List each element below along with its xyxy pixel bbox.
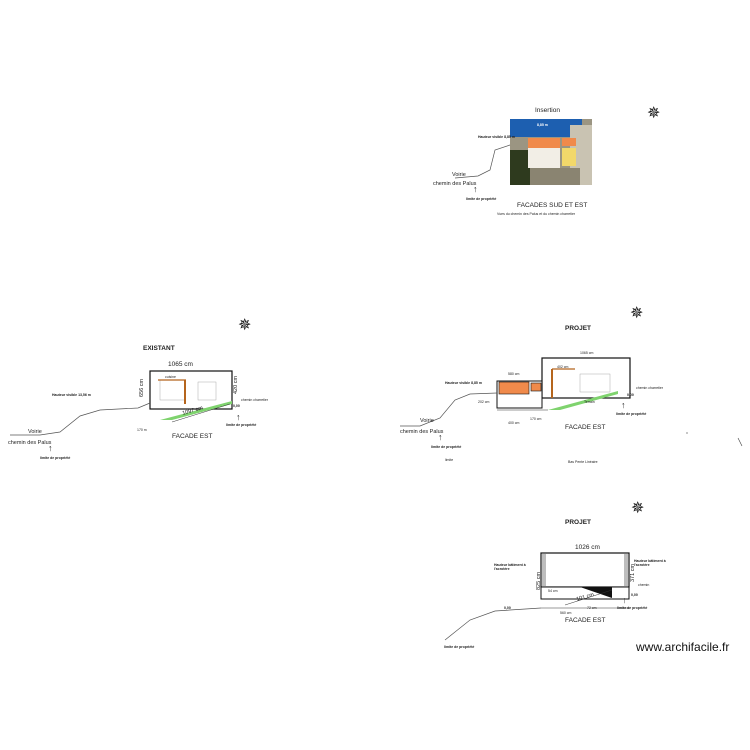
projet2-ground: 0,00 [631, 593, 638, 597]
insertion-sky [510, 119, 582, 137]
insertion-limit: limite de propriété [466, 197, 497, 201]
projet1-dim-bottom: 400 cm [508, 421, 520, 425]
existant-slope-dim [171, 403, 231, 423]
existant-window-2 [197, 381, 217, 401]
projet1-voirie: Voirie [420, 418, 434, 424]
insertion-ground [530, 168, 580, 185]
up-arrow-icon: ↑ [48, 443, 53, 453]
existant-small-dim: 170 m [137, 428, 147, 432]
compass-rose-icon: ✵ [647, 105, 661, 122]
existant-sheet [10, 370, 233, 436]
existant-green-slope [160, 401, 232, 420]
existant-left-height: 656 cm [139, 378, 145, 397]
insertion-facade-yellow [562, 148, 576, 166]
projet2-title: PROJET [565, 519, 592, 526]
projet2-sheet [444, 552, 630, 641]
projet2-right-band [624, 554, 628, 586]
projet2-note-right: Hauteur bâtiment à l'acrotère [634, 559, 666, 568]
insertion-sheet [454, 119, 592, 185]
compass-rose-icon: ✵ [631, 500, 645, 517]
existant-limit-right: limite de propriété [226, 423, 257, 427]
insertion-facade-orange [528, 138, 560, 148]
projet2-level-left: 0,00 [504, 606, 511, 610]
projet1-title: PROJET [565, 325, 592, 332]
projet1-dim-annex: 580 cm [508, 372, 520, 376]
insertion-vegetation [510, 150, 530, 185]
existant-road: chemin des Palus [8, 440, 52, 446]
projet2-diag [564, 589, 613, 606]
projet1-green-slope [548, 391, 618, 410]
insertion-facade-orange-2 [562, 138, 576, 146]
existant-right-height: 420 cm [233, 375, 239, 394]
insertion-height-label: Hauteur visible 8,85 m [478, 135, 515, 139]
insertion-terrain-line [454, 144, 511, 179]
projet1-caption: FACADE EST [565, 424, 606, 431]
existant-limit-left: limite de propriété [40, 456, 71, 460]
projet1-road: chemin des Palus [400, 429, 444, 435]
projet1-annex-orange [498, 381, 530, 395]
existant-road-label: chemin charretier [241, 398, 269, 402]
compass-rose-icon: ✵ [630, 305, 644, 322]
projet1-annex-orange-2 [530, 382, 542, 392]
projet2-left-height: 825 cm [536, 571, 542, 590]
insertion-voirie: Voirie [452, 172, 466, 178]
up-arrow-icon: ↑ [621, 400, 626, 410]
existant-window-1 [159, 379, 186, 401]
projet1-note: Bas Pente Linéaire [568, 460, 598, 464]
watermark-text: www.archifacile.fr [636, 640, 730, 654]
projet1-limit-left: limite de propriété [431, 445, 462, 449]
up-arrow-icon: ↑ [622, 595, 627, 605]
existant-title: EXISTANT [143, 345, 175, 352]
projet1-small-left: limite [445, 458, 454, 462]
projet2-house [540, 552, 630, 588]
projet1-limit-right: limite de propriété [616, 412, 647, 416]
projet1-terrain-line [400, 392, 498, 427]
up-arrow-icon: ↑ [438, 432, 443, 442]
insertion-title: Insertion [535, 107, 560, 114]
projet2-terrain-line [444, 607, 542, 641]
insertion-caption: FACADES SUD ET EST [517, 202, 588, 209]
projet2-left-band [542, 554, 546, 586]
projet1-terrain: Terrain [584, 400, 595, 404]
existant-caption: FACADE EST [172, 433, 213, 440]
projet1-dim-bottom2: 170 cm [530, 417, 542, 421]
projet2-note-left: Hauteur bâtiment à l'acrotère [494, 563, 526, 572]
existant-visible-height: Hauteur visible 13,56 m [52, 393, 91, 397]
projet2-width-dim: 1026 cm [575, 544, 600, 551]
projet1-ground: 0,00 [627, 393, 634, 397]
projet2-limit-left: limite de propriété [444, 645, 475, 649]
existant-room-label: cuisine [165, 375, 176, 379]
insertion-road: chemin des Palus [433, 181, 477, 187]
existant-width-dim: 1065 cm [168, 361, 193, 368]
projet1-dim-left: 202 cm [478, 400, 490, 404]
projet2-right-height: 371 cm [630, 563, 636, 582]
projet2-road-label: chemin [638, 583, 650, 587]
existant-ground: 0,00 [233, 404, 240, 408]
insertion-facade-white [528, 148, 560, 168]
projet1-dim-top: 1065 cm [580, 351, 594, 355]
existant-terrain-line [10, 402, 151, 436]
insertion-subcaption: Vues du chemin des Palus et du chemin ch… [497, 212, 576, 216]
compass-rose-icon: ✵ [238, 317, 252, 334]
up-arrow-icon: ↑ [236, 412, 241, 422]
insertion-ridge-label: 8,85 m [537, 123, 548, 127]
projet1-dim-inner: 402 cm [557, 365, 569, 369]
projet2-inner-dim: 54 cm [548, 589, 558, 593]
projet2-black-wedge [580, 587, 612, 598]
projet2-bottom-dim: 560 cm [560, 611, 572, 615]
projet1-window [579, 373, 611, 393]
projet1-visible-height: Hauteur visible 8,85 m [445, 381, 482, 385]
projet1-road-label: chemin charretier [636, 386, 664, 390]
existant-voirie: Voirie [28, 429, 42, 435]
projet2-small-dim: 72 cm [587, 606, 597, 610]
projet2-limit-right: limite de propriété [617, 606, 648, 610]
edge-mark [737, 437, 743, 447]
projet1-sheet [400, 357, 631, 427]
projet2-caption: FACADE EST [565, 617, 606, 624]
up-arrow-icon: ↑ [473, 184, 478, 194]
